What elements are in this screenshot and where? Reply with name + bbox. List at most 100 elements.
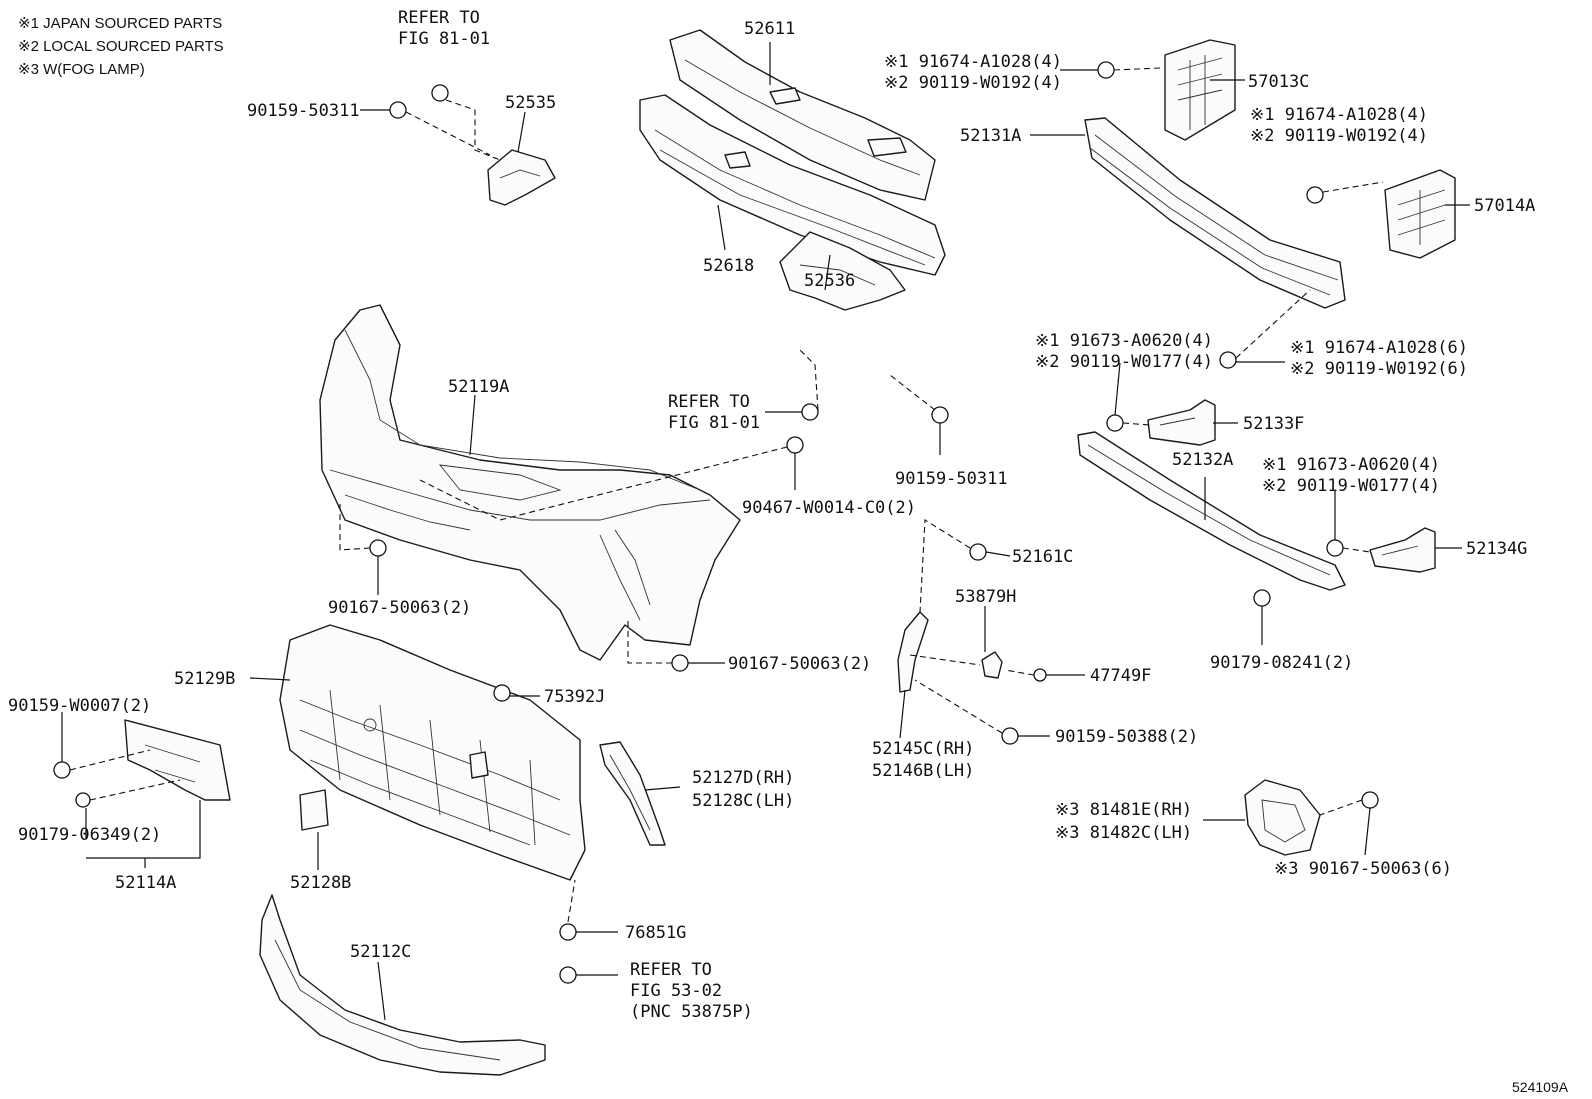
part-52127d-garnish	[599, 741, 666, 846]
label-57014a-note-2: ※2 90119-W0192(4)	[1250, 126, 1428, 146]
label-57013c-note-1: ※1 91674-A1028(4)	[884, 52, 1062, 72]
label-refer-81-b-2: FIG 81-01	[668, 413, 760, 433]
label-81482c: ※3 81482C(LH)	[1055, 823, 1192, 843]
label-52129b: 52129B	[174, 669, 235, 689]
bolt-90167-b	[671, 654, 689, 672]
clip-refer-81-a	[431, 84, 449, 102]
label-53879h: 53879H	[955, 587, 1016, 607]
clip-75392j	[493, 684, 511, 702]
label-81481e: ※3 81481E(RH)	[1055, 800, 1192, 820]
label-90159-50311-b: 90159-50311	[895, 469, 1008, 489]
part-81481e-fog-cover	[1244, 779, 1321, 856]
label-52112c: 52112C	[350, 942, 411, 962]
label-76851g: 76851G	[625, 923, 686, 943]
part-52131a-reinforcement	[1084, 117, 1346, 309]
label-52127d: 52127D(RH)	[692, 768, 794, 788]
part-52535-bracket	[487, 149, 556, 206]
part-52618-absorber	[639, 94, 946, 276]
label-90167-b: 90167-50063(2)	[728, 654, 871, 674]
clip-refer-81-b	[801, 403, 819, 421]
label-52128b: 52128B	[290, 873, 351, 893]
label-52618: 52618	[703, 256, 754, 276]
part-52112c-spoiler	[259, 894, 546, 1076]
label-52128c: 52128C(LH)	[692, 791, 794, 811]
bolt-90159-50311-a	[389, 101, 407, 119]
clip-90467	[786, 436, 804, 454]
label-90167-c: ※3 90167-50063(6)	[1274, 859, 1452, 879]
label-52145c: 52145C(RH)	[872, 739, 974, 759]
bolt-90167-c	[1361, 791, 1379, 809]
label-57014a-note-1: ※1 91674-A1028(4)	[1250, 105, 1428, 125]
label-52161c: 52161C	[1012, 547, 1073, 567]
label-91673-b-note-2: ※2 90119-W0177(4)	[1262, 476, 1440, 496]
label-refer-81-b-1: REFER TO	[668, 392, 750, 412]
part-52611-absorber	[669, 29, 936, 201]
label-refer-53-1: REFER TO	[630, 960, 712, 980]
bolt-90159-w0007	[53, 761, 71, 779]
bolt-90159-50388	[1001, 727, 1019, 745]
label-90159-50311-a: 90159-50311	[247, 101, 360, 121]
label-52536: 52536	[804, 271, 855, 291]
label-52132a: 52132A	[1172, 450, 1233, 470]
clip-76851g	[559, 923, 577, 941]
label-75392j: 75392J	[544, 687, 605, 707]
label-91673-a-note-1: ※1 91673-A0620(4)	[1035, 331, 1213, 351]
label-90467: 90467-W0014-C0(2)	[742, 498, 916, 518]
label-90159-50388: 90159-50388(2)	[1055, 727, 1198, 747]
note-1: ※1 JAPAN SOURCED PARTS	[18, 15, 222, 32]
label-90179-08241: 90179-08241(2)	[1210, 653, 1353, 673]
screw-47749f	[1033, 668, 1047, 682]
label-refer-53-2: FIG 53-02	[630, 981, 722, 1001]
label-91673-b-note-1: ※1 91673-A0620(4)	[1262, 455, 1440, 475]
note-2: ※2 LOCAL SOURCED PARTS	[18, 38, 224, 55]
part-52145c-side-bracket	[897, 611, 929, 693]
assembly-lines	[69, 67, 1384, 923]
figure-id: 524109A	[1512, 1079, 1569, 1095]
part-53879h-clip	[981, 651, 1003, 679]
label-refer-81-a-2: FIG 81-01	[398, 29, 490, 49]
part-52114a-license-bracket	[124, 719, 231, 801]
bolt-57013c	[1097, 61, 1115, 79]
bolt-57014a	[1306, 186, 1324, 204]
label-57013c: 57013C	[1248, 72, 1309, 92]
bolt-90167-a	[369, 539, 387, 557]
label-91674-6-note-1: ※1 91674-A1028(6)	[1290, 338, 1468, 358]
label-90159-w0007: 90159-W0007(2)	[8, 696, 151, 716]
label-52134g: 52134G	[1466, 539, 1527, 559]
label-57014a: 57014A	[1474, 196, 1535, 216]
label-52119a: 52119A	[448, 377, 509, 397]
label-91673-a-note-2: ※2 90119-W0177(4)	[1035, 352, 1213, 372]
label-refer-81-a-1: REFER TO	[398, 8, 480, 28]
label-52131a: 52131A	[960, 126, 1021, 146]
label-47749f: 47749F	[1090, 666, 1151, 686]
label-90179-06349: 90179-06349(2)	[18, 825, 161, 845]
label-52611: 52611	[744, 19, 795, 39]
label-57013c-note-2: ※2 90119-W0192(4)	[884, 73, 1062, 93]
part-52134g-bracket	[1369, 527, 1436, 573]
label-52133f: 52133F	[1243, 414, 1304, 434]
part-52119a-bumper-cover	[319, 304, 741, 661]
part-52133f-bracket	[1147, 399, 1216, 446]
label-52114a: 52114A	[115, 873, 176, 893]
label-90167-a: 90167-50063(2)	[328, 598, 471, 618]
part-57014a-bracket	[1384, 169, 1456, 259]
label-refer-53-3: (PNC 53875P)	[630, 1002, 753, 1022]
bolt-52133f	[1106, 414, 1124, 432]
part-52132a-reinforcement	[1077, 431, 1346, 591]
part-52128b-cover	[299, 789, 329, 831]
bolt-refer-53	[559, 966, 577, 984]
label-52146b: 52146B(LH)	[872, 761, 974, 781]
clip-52161c	[969, 543, 987, 561]
nut-90179-08241	[1253, 589, 1271, 607]
legend-notes: ※1 JAPAN SOURCED PARTS ※2 LOCAL SOURCED …	[18, 15, 224, 78]
part-52129b-grille	[279, 624, 586, 881]
note-3: ※3 W(FOG LAMP)	[18, 61, 145, 78]
bolt-91674-6	[1219, 351, 1237, 369]
part-52536-bracket	[779, 231, 906, 311]
leader-lines	[61, 42, 1470, 1021]
nut-90179-06349	[75, 792, 91, 808]
part-labels: REFER TO FIG 81-01 90159-50311 52535 526…	[8, 8, 1535, 1022]
label-52535: 52535	[505, 93, 556, 113]
part-57013c-bracket	[1164, 39, 1236, 141]
